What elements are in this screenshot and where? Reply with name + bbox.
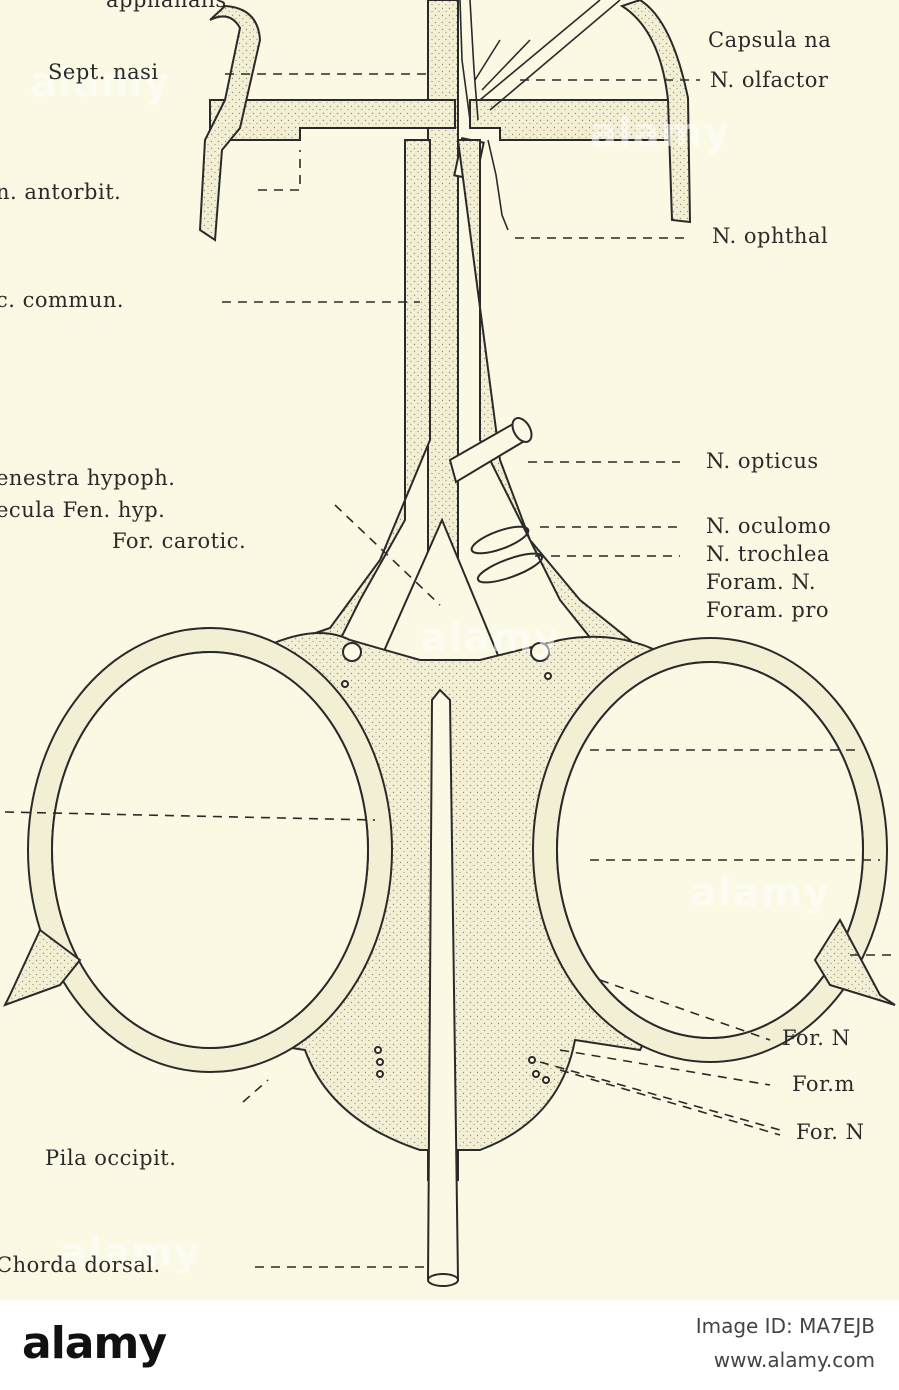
- label-pila-occipit: Pila occipit.: [45, 1146, 177, 1170]
- label-capsula-nasalis: Capsula na: [708, 28, 832, 52]
- chorda-end: [427, 1273, 459, 1287]
- watermark-3: alamy: [420, 615, 561, 661]
- label-foram-n: Foram. N.: [706, 570, 817, 594]
- left-otic-capsule: [27, 627, 393, 1073]
- trabecula-right-arm: [456, 139, 633, 652]
- brand-logo[interactable]: alamy: [22, 1318, 167, 1369]
- right-capsule-wall: [619, 0, 692, 224]
- foramina: [341, 642, 552, 1084]
- nasal-t-bar: [209, 99, 456, 141]
- watermark-1: alamy: [30, 60, 171, 106]
- label-n-opticus: N. opticus: [706, 449, 819, 473]
- label-for-carotic: For. carotic.: [112, 529, 247, 553]
- label-commun: c. commun.: [0, 288, 125, 312]
- watermark-2: alamy: [590, 110, 731, 156]
- label-n-oculomotorius: N. oculomo: [706, 514, 832, 538]
- skull-diagram: [2, 0, 896, 1287]
- left-capsule-wall: [198, 4, 262, 242]
- label-fenestra-hypoph: enestra hypoph.: [0, 466, 176, 490]
- label-apphanalis: apphanalis: [106, 0, 227, 12]
- label-for-n-1: For. N: [782, 1026, 851, 1050]
- site-url[interactable]: www.alamy.com: [713, 1348, 875, 1372]
- label-n-olfactorius: N. olfactor: [710, 68, 829, 92]
- label-n-ophthalmicus: N. ophthal: [712, 224, 829, 248]
- trabecula-left-arm: [292, 139, 431, 662]
- label-sept-nasi: Sept. nasi: [48, 60, 159, 84]
- image-id: Image ID: MA7EJB: [695, 1314, 875, 1338]
- label-chorda-dorsal: Chorda dorsal.: [0, 1253, 161, 1277]
- label-antorbit: n. antorbit.: [0, 180, 122, 204]
- ophthalmic-nerve: [487, 139, 509, 231]
- watermark-5: alamy: [60, 1230, 201, 1276]
- leader-lines: [4, 73, 895, 1268]
- label-trabecula-fen-hyp: ecula Fen. hyp.: [0, 498, 166, 522]
- optic-nerve: [448, 417, 533, 484]
- figure-panel: alamy alamy alamy alamy alamy apphanalis…: [0, 0, 899, 1300]
- left-lateral-process: [2, 928, 82, 1007]
- stock-footer: alamy Image ID: MA7EJB www.alamy.com: [0, 1300, 899, 1390]
- right-lateral-process: [813, 918, 896, 1006]
- nerve-rings: [470, 525, 544, 584]
- watermark-4: alamy: [690, 870, 831, 916]
- olfactory-nerve: [459, 0, 621, 121]
- right-otic-capsule: [532, 637, 888, 1063]
- label-n-trochlearis: N. trochlea: [706, 542, 830, 566]
- label-for-n-2: For. N: [796, 1120, 865, 1144]
- label-for-m: For.m: [792, 1072, 855, 1096]
- label-foram-pro: Foram. pro: [706, 598, 830, 622]
